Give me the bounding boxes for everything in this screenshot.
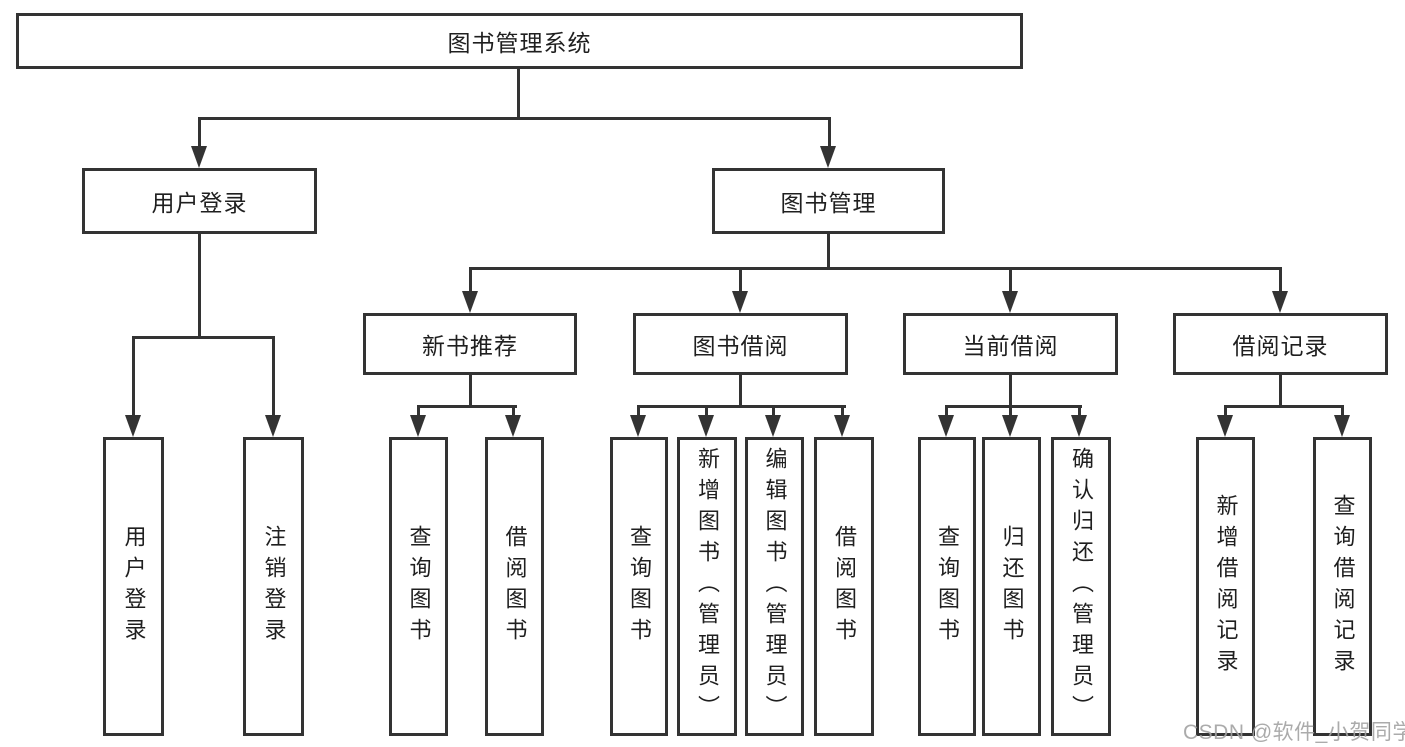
node-label: 编辑图书（管理员） — [762, 447, 788, 726]
connector-line — [272, 336, 275, 417]
arrowhead-down — [698, 415, 714, 437]
node-label: 确认归还（管理员） — [1069, 447, 1094, 726]
connector-line — [469, 373, 472, 408]
watermark: CSDN @软件_小贺同学 — [1183, 721, 1405, 744]
arrowhead-down — [505, 415, 521, 437]
connector-line — [198, 117, 831, 120]
leaf-return-book: 归还图书 — [982, 437, 1041, 736]
arrowhead-down — [265, 415, 281, 437]
leaf-user-login: 用户登录 — [103, 437, 164, 736]
connector-line — [469, 267, 472, 293]
node-label: 查询图书 — [935, 524, 960, 649]
arrowhead-down — [125, 415, 141, 437]
node-label: 图书借阅 — [692, 333, 789, 359]
connector-line — [1009, 373, 1012, 408]
leaf-edit-book-admin: 编辑图书（管理员） — [745, 437, 804, 736]
connector-line — [1078, 405, 1081, 419]
connector-line — [132, 336, 135, 417]
arrowhead-down — [1002, 415, 1018, 437]
leaf-confirm-return-admin: 确认归还（管理员） — [1051, 437, 1111, 736]
node-label: 查询图书 — [406, 524, 432, 649]
connector-line — [417, 405, 517, 408]
node-label: 新书推荐 — [422, 333, 518, 359]
connector-line — [517, 68, 520, 120]
arrowhead-down — [1002, 291, 1018, 313]
node-label: 借阅图书 — [832, 524, 857, 649]
node-user-login: 用户登录 — [82, 168, 317, 234]
node-book-borrow: 图书借阅 — [633, 313, 848, 375]
connector-line — [1341, 405, 1344, 419]
connector-line — [945, 405, 948, 419]
connector-line — [512, 405, 515, 419]
node-label: 借阅图书 — [502, 524, 528, 649]
arrowhead-down — [630, 415, 646, 437]
connector-line — [945, 405, 1082, 408]
arrowhead-down — [820, 146, 836, 168]
connector-line — [705, 405, 708, 419]
arrowhead-down — [938, 415, 954, 437]
arrowhead-down — [462, 291, 478, 313]
leaf-logout: 注销登录 — [243, 437, 304, 736]
arrowhead-down — [1334, 415, 1350, 437]
arrowhead-down — [1272, 291, 1288, 313]
connector-line — [1009, 267, 1012, 293]
node-label: 用户登录 — [121, 524, 147, 649]
node-current-borrow: 当前借阅 — [903, 313, 1118, 375]
node-library-system: 图书管理系统 — [16, 13, 1023, 69]
node-label: 归还图书 — [999, 524, 1025, 649]
node-label: 查询借阅记录 — [1330, 493, 1356, 680]
arrowhead-down — [834, 415, 850, 437]
connector-line — [1279, 267, 1282, 293]
node-new-book-recommend: 新书推荐 — [363, 313, 577, 375]
connector-line — [841, 405, 844, 419]
connector-line — [637, 405, 846, 408]
arrowhead-down — [410, 415, 426, 437]
node-label: 用户登录 — [151, 190, 248, 216]
arrowhead-down — [765, 415, 781, 437]
connector-line — [739, 267, 742, 293]
connector-line — [417, 405, 420, 419]
leaf-query-book-current: 查询图书 — [918, 437, 976, 736]
leaf-borrow-book-recommend: 借阅图书 — [485, 437, 544, 736]
node-book-management: 图书管理 — [712, 168, 945, 234]
connector-line — [198, 117, 201, 149]
connector-line — [469, 267, 1282, 270]
connector-line — [739, 373, 742, 408]
connector-line — [198, 233, 201, 339]
connector-line — [828, 117, 831, 149]
node-label: 借阅记录 — [1232, 333, 1329, 359]
node-label: 新增图书（管理员） — [695, 447, 720, 726]
leaf-query-book-recommend: 查询图书 — [389, 437, 448, 736]
connector-line — [132, 336, 275, 339]
leaf-borrow-book: 借阅图书 — [814, 437, 874, 736]
leaf-query-borrow-record: 查询借阅记录 — [1313, 437, 1372, 736]
leaf-query-book-borrow: 查询图书 — [610, 437, 668, 736]
node-borrow-records: 借阅记录 — [1173, 313, 1388, 375]
node-label: 新增借阅记录 — [1213, 493, 1239, 680]
leaf-add-book-admin: 新增图书（管理员） — [677, 437, 737, 736]
connector-line — [827, 233, 830, 270]
node-label: 查询图书 — [627, 524, 652, 649]
connector-line — [637, 405, 640, 419]
arrowhead-down — [1217, 415, 1233, 437]
arrowhead-down — [732, 291, 748, 313]
node-label: 图书管理系统 — [447, 30, 592, 56]
node-label: 图书管理 — [780, 190, 877, 216]
node-label: 注销登录 — [261, 524, 287, 649]
connector-line — [772, 405, 775, 419]
connector-line — [1224, 405, 1344, 408]
leaf-add-borrow-record: 新增借阅记录 — [1196, 437, 1255, 736]
node-label: 当前借阅 — [962, 333, 1059, 359]
connector-line — [1279, 373, 1282, 408]
connector-line — [1224, 405, 1227, 419]
arrowhead-down — [191, 146, 207, 168]
arrowhead-down — [1071, 415, 1087, 437]
connector-line — [1009, 405, 1012, 419]
